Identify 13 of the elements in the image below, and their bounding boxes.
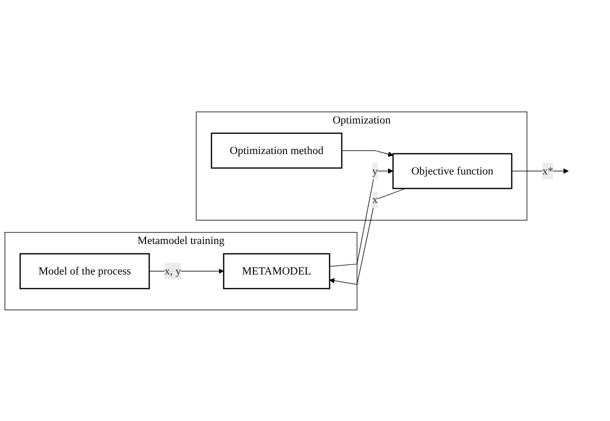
- edge-label: x, y: [164, 264, 181, 277]
- edge-label: x: [372, 192, 378, 206]
- node-box: Optimization method: [210, 132, 342, 168]
- arrow: [329, 188, 406, 284]
- edge-label: y: [372, 164, 378, 176]
- node-box: METAMODEL: [223, 252, 330, 289]
- arrow: [341, 150, 394, 156]
- node-box: Objective function: [392, 152, 512, 189]
- arrow: [329, 168, 394, 266]
- arrow: [148, 268, 224, 274]
- arrow: [511, 168, 569, 174]
- edge-label: x*: [542, 164, 554, 176]
- node-box: Model of the process: [20, 252, 150, 289]
